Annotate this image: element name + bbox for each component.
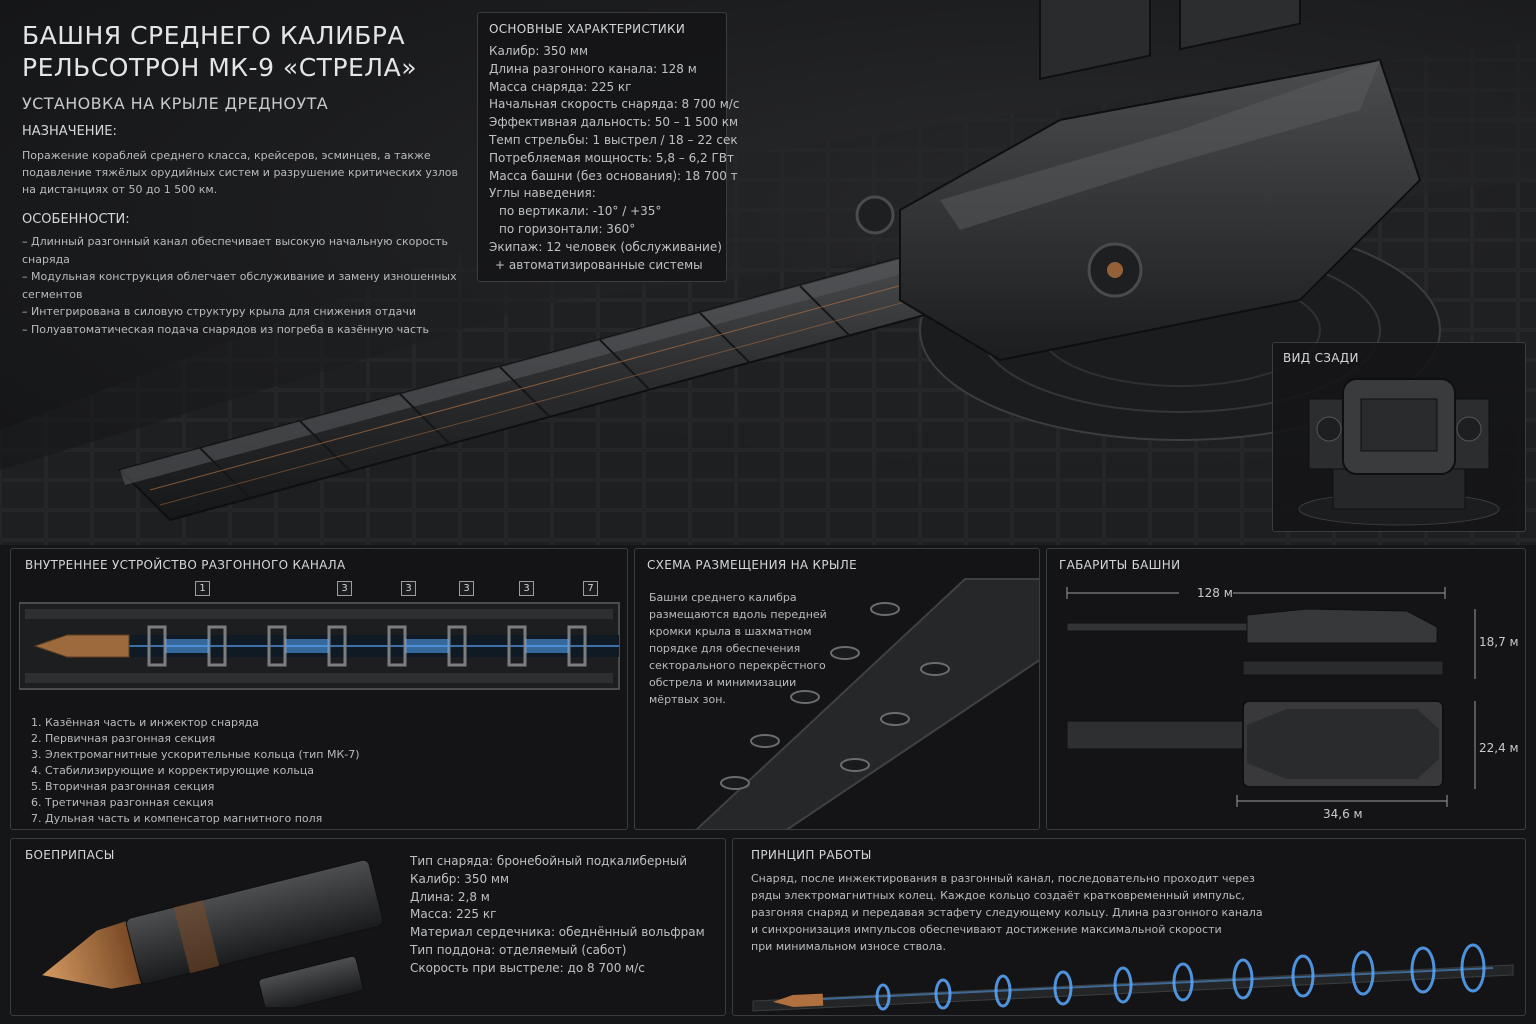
internal-structure-panel: ВНУТРЕННЕЕ УСТРОЙСТВО РАЗГОННОГО КАНАЛА … [10, 548, 628, 830]
rear-view-heading: ВИД СЗАДИ [1283, 351, 1359, 365]
purpose-line: подавление тяжёлых орудийных систем и ра… [22, 166, 458, 179]
purpose-text: Поражение кораблей среднего класса, крей… [22, 147, 472, 198]
spec-line: по вертикали: -10° / +35° [499, 204, 662, 219]
purpose-line: Поражение кораблей среднего класса, крей… [22, 149, 431, 162]
callout-tag: 3 [401, 581, 416, 596]
part-item: 3. Электромагнитные ускорительные кольца… [31, 748, 360, 761]
spec-line: по горизонтали: 360° [499, 221, 636, 236]
ammo-heading: БОЕПРИПАСЫ [25, 848, 115, 862]
rear-view-panel: ВИД СЗАДИ [1272, 342, 1526, 532]
ammo-line: Тип снаряда: бронебойный подкалиберный [410, 854, 688, 868]
spec-line: Углы наведения: [489, 186, 596, 201]
spec-line: Длина разгонного канала: 128 м [489, 61, 697, 76]
spec-line: Потребляемая мощность: 5,8 – 6,2 ГВт [489, 150, 735, 165]
dimensions-panel: ГАБАРИТЫ БАШНИ 128 м 18,7 м 22,4 м 34,6 … [1046, 548, 1526, 830]
spec-line: Темп стрельбы: 1 выстрел / 18 – 22 сек [489, 132, 738, 147]
dimension-base: 34,6 м [1323, 807, 1363, 821]
callout-tag: 3 [459, 581, 474, 596]
specs-heading: ОСНОВНЫЕ ХАРАКТЕРИСТИКИ [489, 22, 686, 36]
page-subtitle: УСТАНОВКА НА КРЫЛЕ ДРЕДНОУТА [22, 94, 329, 113]
features-section: ОСОБЕННОСТИ: – Длинный разгонный канал о… [22, 212, 482, 338]
ammo-line: Длина: 2,8 м [410, 889, 490, 904]
specs-panel: ОСНОВНЫЕ ХАРАКТЕРИСТИКИ Калибр: 350 мм Д… [477, 12, 740, 282]
rear-view-illustration [1298, 378, 1500, 526]
dimension-width: 22,4 м [1479, 741, 1519, 755]
placement-heading: СХЕМА РАЗМЕЩЕНИЯ НА КРЫЛЕ [647, 558, 857, 572]
ammo-line: Тип поддона: отделяемый (сабот) [410, 942, 627, 957]
ammo-line: Материал сердечника: обеднённый вольфрам [410, 925, 705, 940]
parts-list: 1. Казённая часть и инжектор снаряда 2. … [31, 715, 360, 827]
placement-line: порядке для обеспечения [649, 642, 801, 655]
principle-line: ряды электромагнитных колец. Каждое коль… [751, 889, 1245, 902]
placement-line: секторального перекрёстного [649, 659, 826, 672]
ammunition-panel: БОЕПРИПАСЫ Тип снаряда: бронебойный подк… [10, 838, 726, 1016]
purpose-heading: НАЗНАЧЕНИЕ: [22, 124, 117, 139]
acceleration-rings-diagram [752, 943, 1514, 1012]
part-item: 2. Первичная разгонная секция [31, 732, 216, 745]
operating-principle-panel: ПРИНЦИП РАБОТЫ Снаряд, после инжектирова… [732, 838, 1526, 1016]
part-item: 5. Вторичная разгонная секция [31, 780, 215, 793]
spec-line: Масса снаряда: 225 кг [489, 79, 632, 94]
dimension-height: 18,7 м [1479, 635, 1519, 649]
page-title-line2: РЕЛЬСОТРОН МК-9 «СТРЕЛА» [22, 53, 418, 82]
feature-item: – Полуавтоматическая подача снарядов из … [22, 322, 429, 336]
purpose-section: НАЗНАЧЕНИЕ: Поражение кораблей среднего … [22, 124, 472, 198]
callout-tag: 3 [519, 581, 534, 596]
callout-tag: 7 [583, 581, 598, 596]
features-list: – Длинный разгонный канал обеспечивает в… [22, 233, 482, 338]
principle-text: Снаряд, после инжектирования в разгонный… [751, 870, 1507, 955]
spec-line: Масса башни (без основания): 18 700 т [489, 168, 738, 183]
purpose-line: на дистанциях от 50 до 1 500 км. [22, 183, 218, 196]
spec-line: + автоматизированные системы [495, 257, 703, 272]
principle-line: и синхронизация импульсов обеспечивают д… [751, 923, 1222, 936]
principle-line: при минимальном износе ствола. [751, 940, 947, 953]
dimensions-diagram [1066, 587, 1476, 807]
title-block: БАШНЯ СРЕДНЕГО КАЛИБРА РЕЛЬСОТРОН МК-9 «… [22, 20, 417, 113]
railgun-turret-illustration [0, 0, 1536, 545]
projectile-illustration [42, 859, 384, 1007]
principle-line: разгоняя снаряд и передавая эстафету сле… [751, 906, 1263, 919]
callout-tag: 1 [195, 581, 210, 596]
page-title-line1: БАШНЯ СРЕДНЕГО КАЛИБРА [22, 21, 406, 50]
ammo-line: Масса: 225 кг [410, 907, 497, 922]
spec-line: Калибр: 350 мм [489, 44, 589, 58]
callout-tag: 3 [337, 581, 352, 596]
part-item: 6. Третичная разгонная секция [31, 796, 214, 809]
ammo-line: Калибр: 350 мм [410, 871, 510, 886]
part-item: 1. Казённая часть и инжектор снаряда [31, 716, 259, 729]
dimension-length: 128 м [1197, 586, 1233, 600]
spec-line: Начальная скорость снаряда: 8 700 м/с [489, 97, 740, 112]
placement-line: обстрела и минимизации [649, 676, 797, 689]
placement-text: Башни среднего калибра размещаются вдоль… [649, 589, 827, 708]
placement-line: мёртвых зон. [649, 693, 726, 706]
ammo-line: Скорость при выстреле: до 8 700 м/с [410, 960, 645, 975]
feature-item: – Интегрирована в силовую структуру крыл… [22, 305, 417, 318]
wing-placement-panel: СХЕМА РАЗМЕЩЕНИЯ НА КРЫЛЕ Башни среднего… [634, 548, 1040, 830]
dimensions-heading: ГАБАРИТЫ БАШНИ [1059, 558, 1181, 572]
part-item: 4. Стабилизирующие и корректирующие коль… [31, 764, 315, 777]
spec-line: Экипаж: 12 человек (обслуживание) [489, 239, 722, 254]
internal-heading: ВНУТРЕННЕЕ УСТРОЙСТВО РАЗГОННОГО КАНАЛА [25, 558, 346, 572]
placement-line: размещаются вдоль передней [649, 608, 827, 621]
placement-line: Башни среднего калибра [649, 591, 797, 604]
placement-line: кромки крыла в шахматном [649, 625, 812, 638]
spec-line: Эффективная дальность: 50 – 1 500 км [489, 115, 739, 130]
principle-heading: ПРИНЦИП РАБОТЫ [751, 848, 872, 862]
feature-item: – Модульная конструкция облегчает обслуж… [22, 270, 457, 301]
feature-item: – Длинный разгонный канал обеспечивает в… [22, 235, 449, 266]
ammo-specs: Тип снаряда: бронебойный подкалиберный К… [410, 853, 705, 978]
barrel-cutaway-diagram [19, 602, 620, 690]
principle-line: Снаряд, после инжектирования в разгонный… [751, 872, 1255, 885]
part-item: 7. Дульная часть и компенсатор магнитног… [31, 812, 323, 825]
wing-placement-diagram [695, 578, 1039, 829]
features-heading: ОСОБЕННОСТИ: [22, 212, 130, 227]
